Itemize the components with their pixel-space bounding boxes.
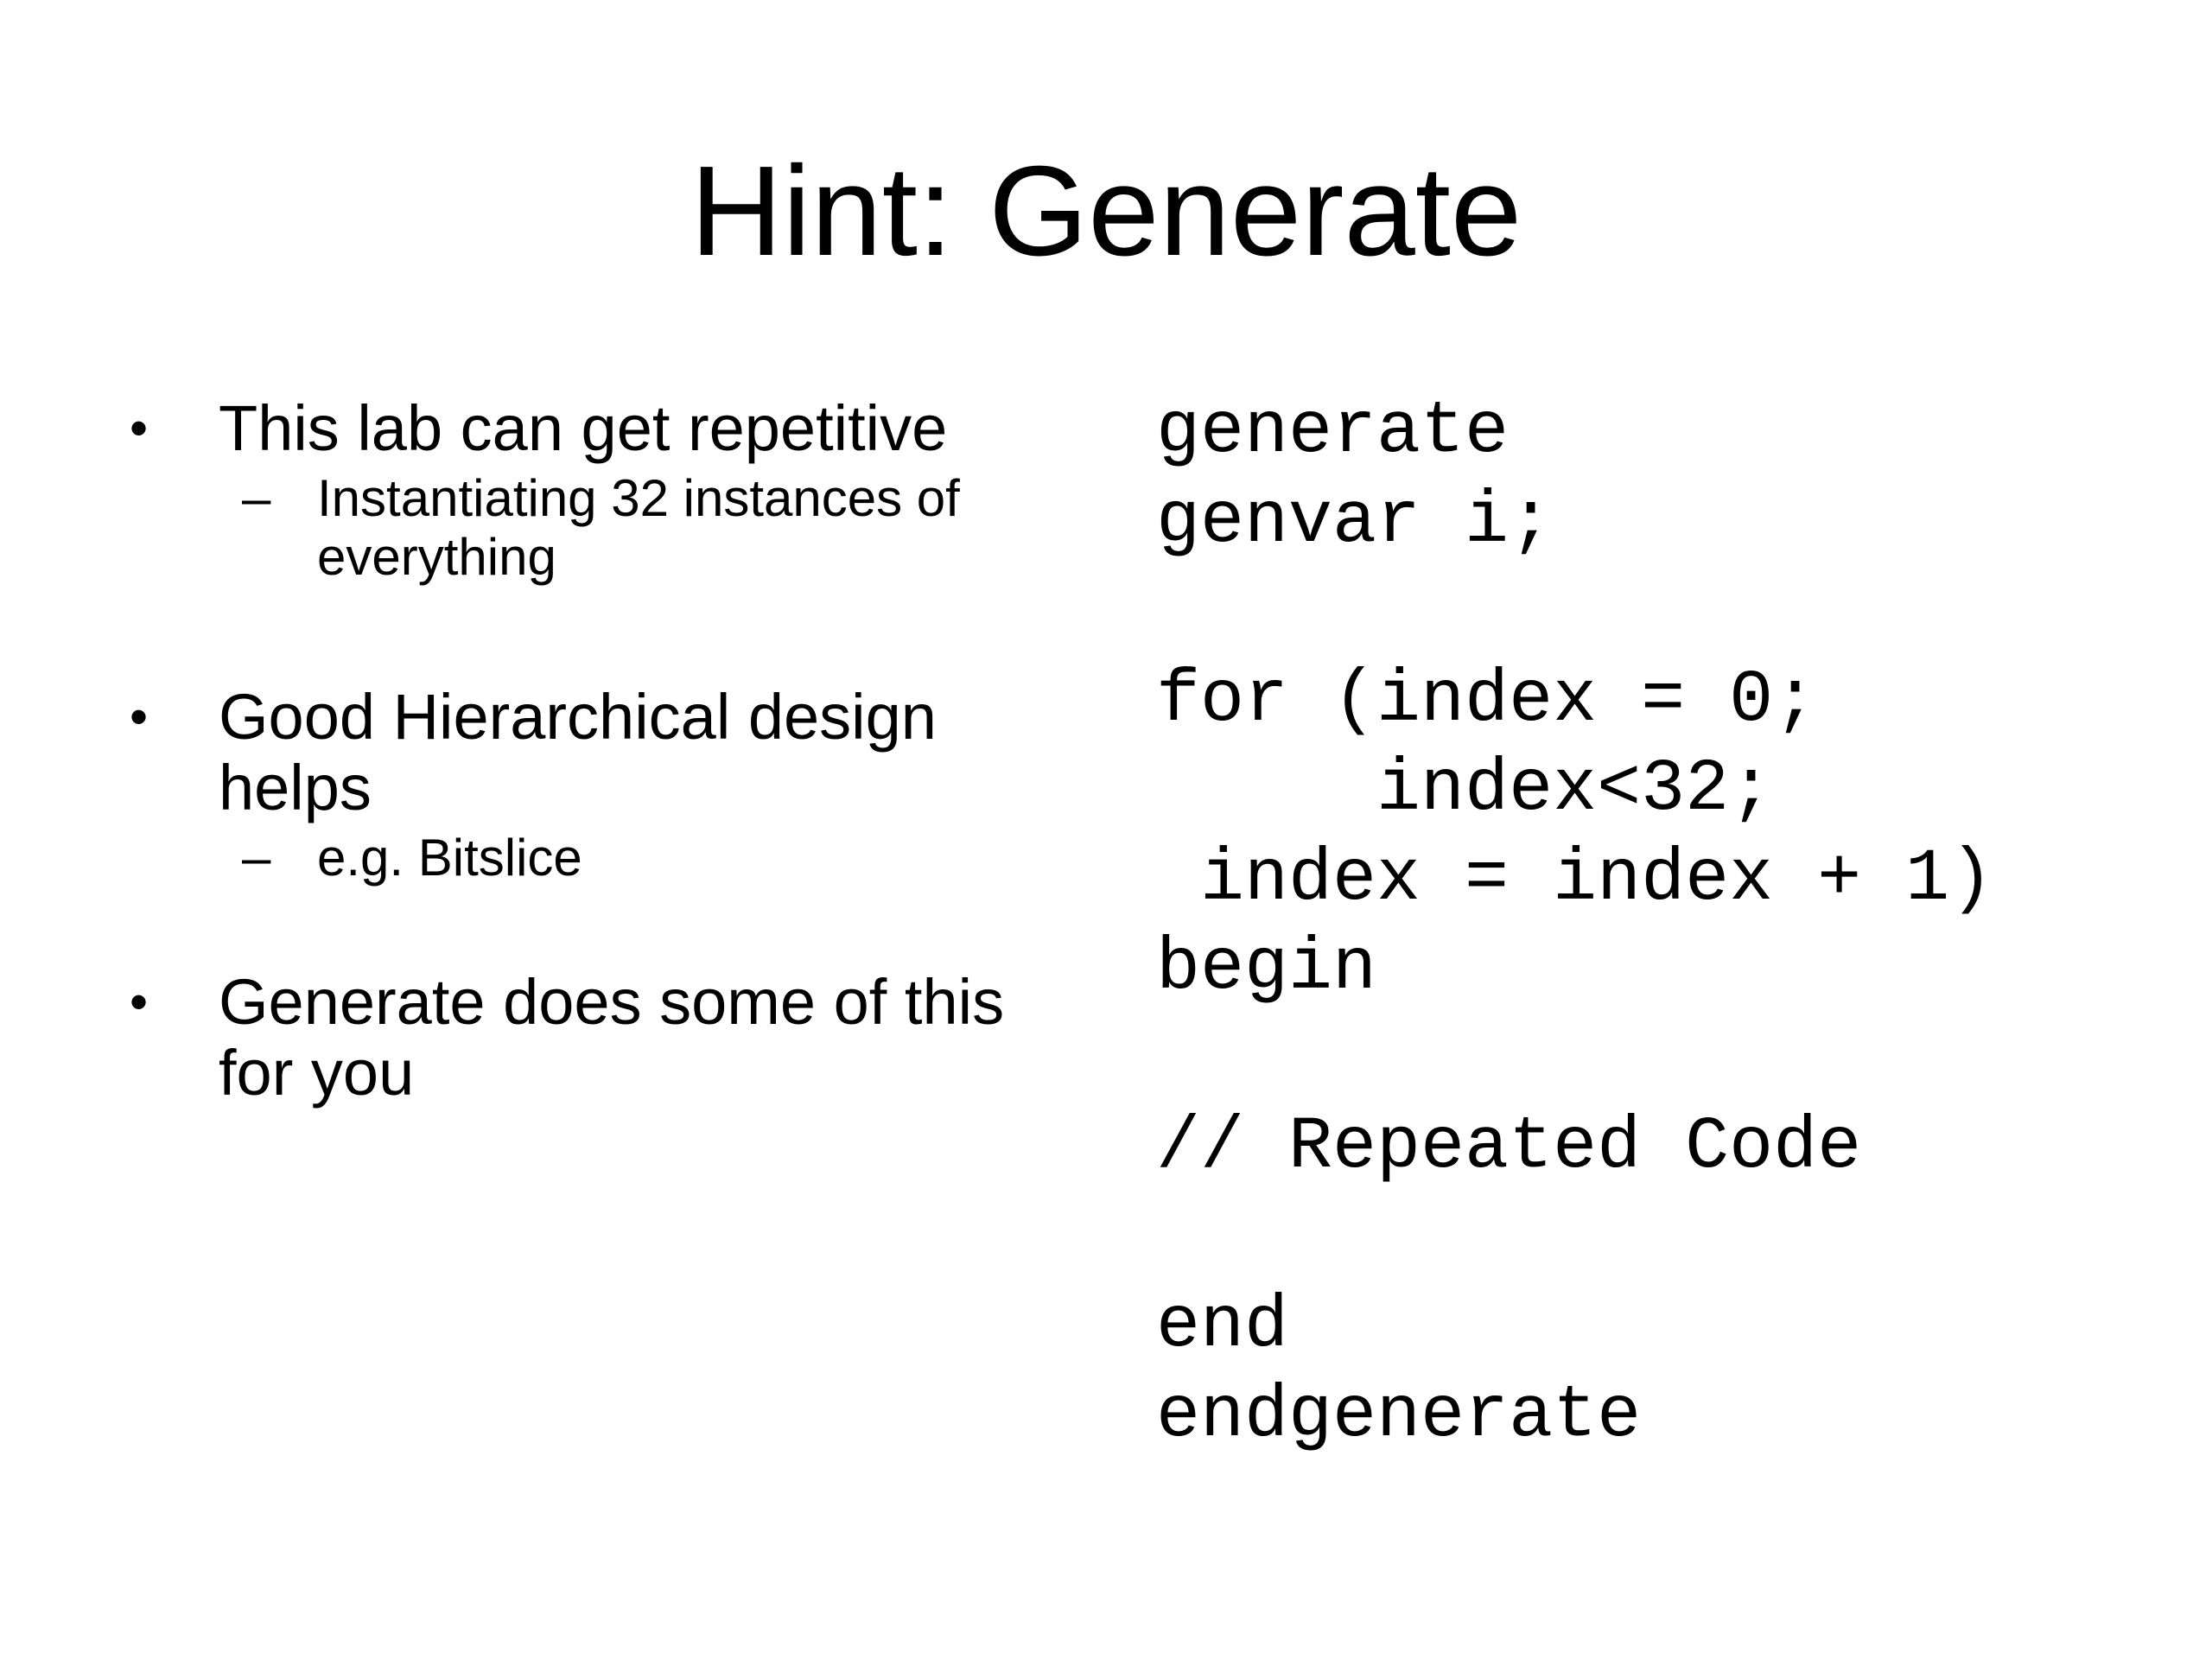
spacer (130, 587, 1080, 682)
code-line: index = index + 1) (1156, 836, 1994, 921)
dash-icon: – (242, 829, 271, 887)
bullet-dot-icon: • (130, 399, 149, 457)
bullet-text: Good Hierarchical design helps (219, 681, 937, 823)
code-line: // Repeated Code (1156, 1105, 1862, 1189)
sub-bullet-text: Instantiating 32 instances of everything (317, 469, 960, 586)
bullet-dot-icon: • (130, 688, 149, 746)
bullet-item: • This lab can get repetitive (130, 393, 1080, 464)
dash-icon: – (242, 469, 271, 527)
bullet-dot-icon: • (130, 973, 149, 1031)
bullet-item: • Good Hierarchical design helps (130, 682, 1080, 823)
code-line (1156, 1014, 1993, 1103)
code-line (1156, 1192, 1993, 1282)
code-line: endgenerate (1156, 1373, 1642, 1458)
sub-bullet-text: e.g. Bitslice (317, 829, 582, 887)
code-line: for (index = 0; (1156, 658, 1818, 742)
code-line: index<32; (1156, 747, 1774, 831)
code-line: end (1156, 1284, 1289, 1368)
code-line: generate (1156, 390, 1510, 474)
bullet-list: • This lab can get repetitive – Instanti… (130, 393, 1080, 1109)
code-line (1156, 566, 1993, 656)
slide-title: Hint: Generate (690, 140, 1522, 283)
bullet-text: Generate does some of this for you (219, 966, 1005, 1109)
sub-bullet-item: – e.g. Bitslice (130, 829, 1080, 887)
code-line: genvar i; (1156, 479, 1554, 563)
code-line: begin (1156, 926, 1377, 1010)
bullet-text: This lab can get repetitive (219, 392, 948, 464)
spacer (130, 887, 1080, 967)
bullet-item: • Generate does some of this for you (130, 967, 1080, 1109)
sub-bullet-item: – Instantiating 32 instances of everythi… (130, 469, 1080, 587)
